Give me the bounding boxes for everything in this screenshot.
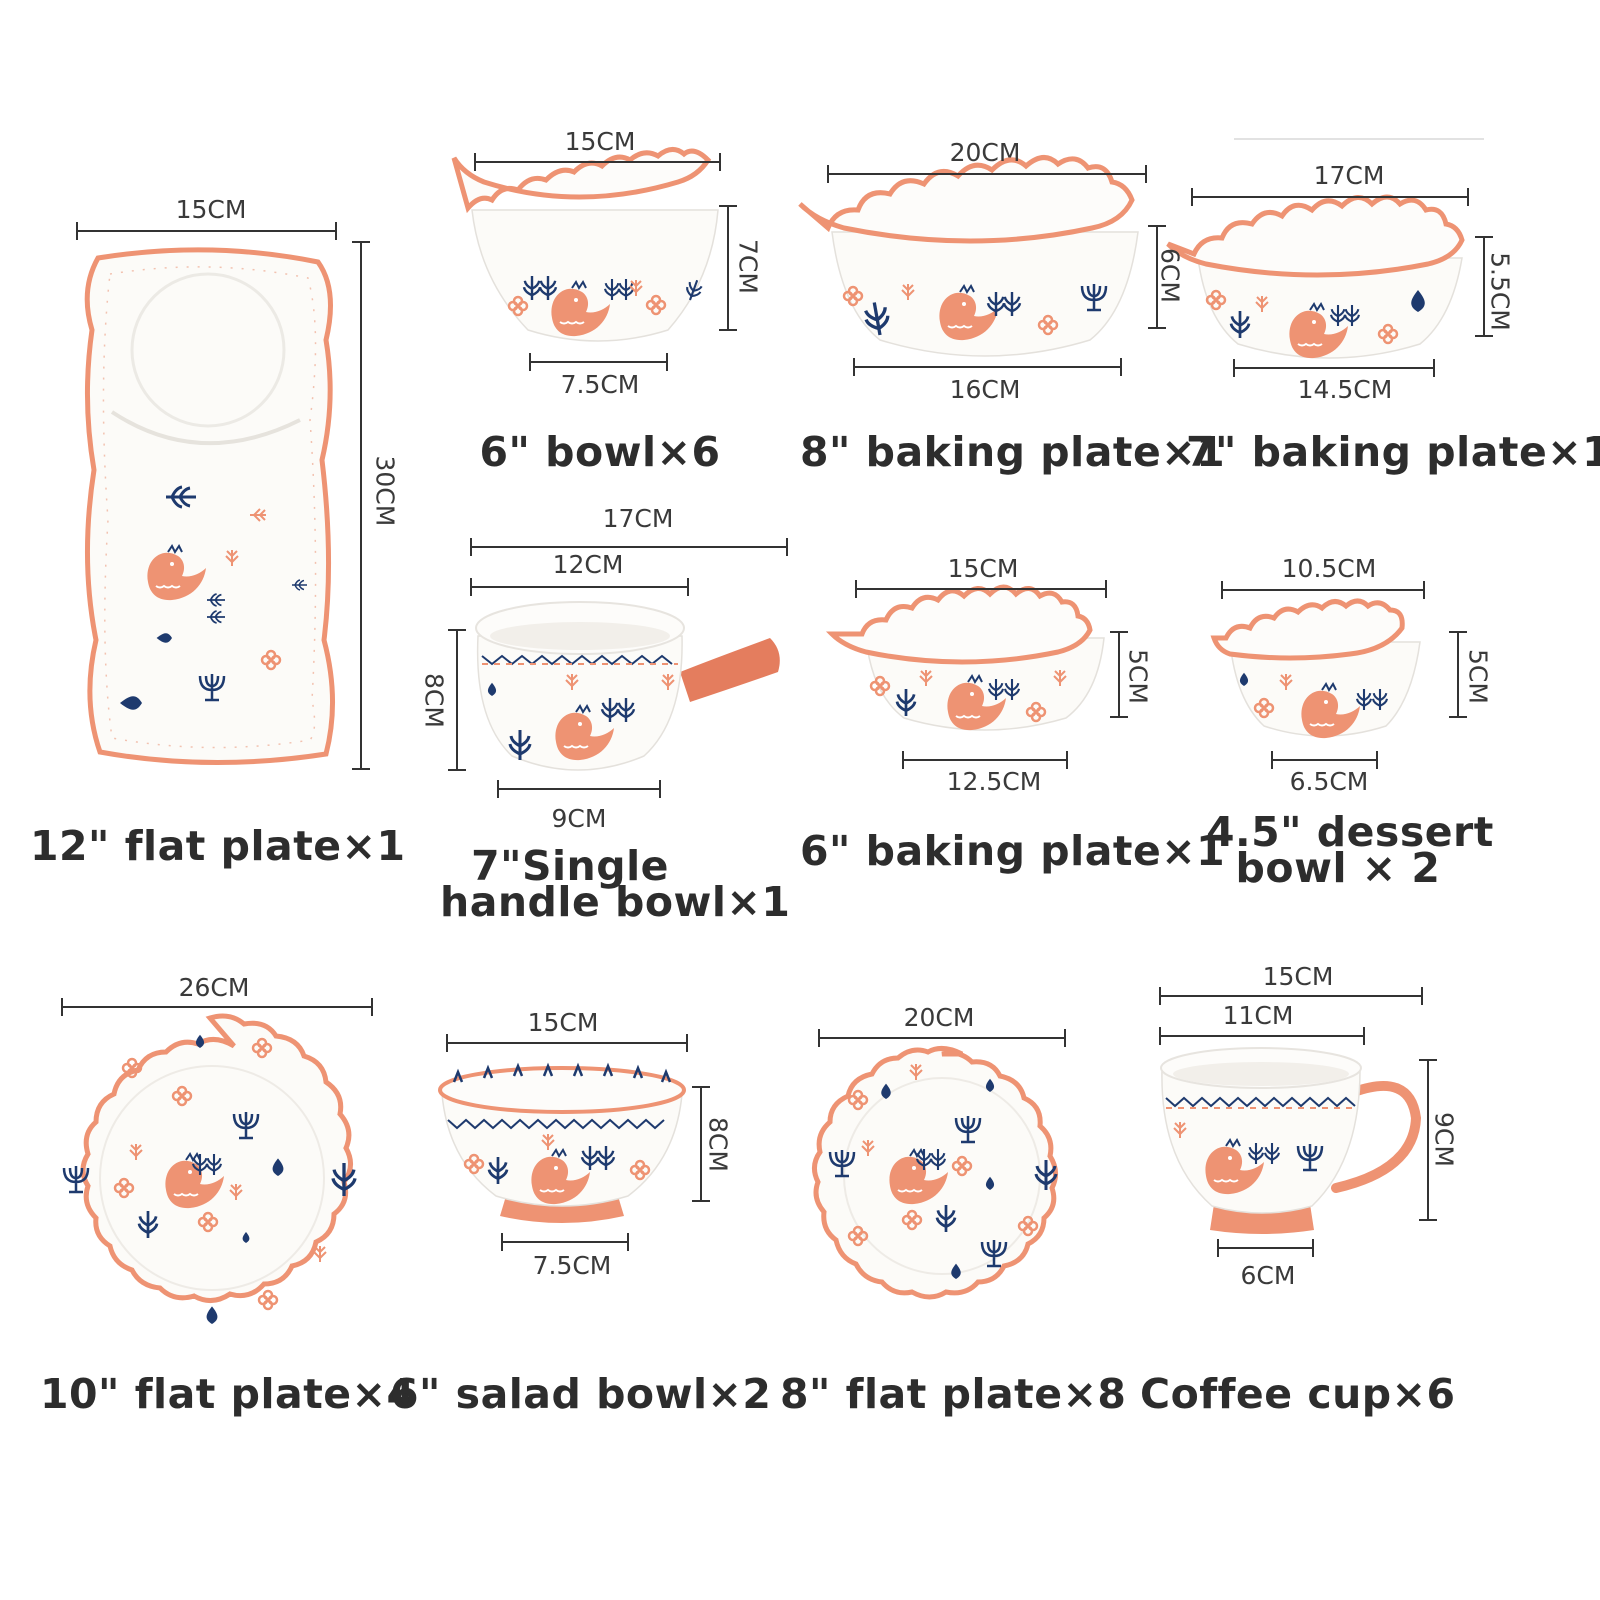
flat-plate-12-width: 15CM (175, 195, 247, 224)
dessert-bowl-drawing (1210, 598, 1421, 740)
baking-plate-8-top: 20CM (949, 138, 1021, 167)
flat-plate-12-drawing (84, 247, 336, 765)
baking-plate-6-label: 6" baking plate×1 (800, 827, 1226, 875)
salad-bowl-bottom: 7.5CM (532, 1251, 612, 1280)
bowl-6-top: 15CM (564, 127, 636, 156)
flat-plate-8-drawing (812, 1046, 1058, 1300)
handle-bowl-total: 17CM (602, 504, 674, 533)
handle-bowl-height: 8CM (419, 673, 449, 728)
handle-bowl-drawing (475, 601, 780, 771)
baking-plate-7-label: 7" baking plate×1 (1186, 428, 1600, 476)
baking-plate-7-height: 5.5CM (1485, 252, 1515, 331)
baking-plate-6-bottom: 12.5CM (946, 767, 1042, 796)
bowl-6-drawing (451, 147, 719, 342)
coffee-cup-top: 11CM (1222, 1001, 1294, 1030)
flat-plate-10-label: 10" flat plate×4 (40, 1370, 416, 1418)
dessert-bowl-top: 10.5CM (1281, 554, 1377, 583)
baking-plate-7-bottom: 14.5CM (1297, 375, 1393, 404)
flat-plate-10-width: 26CM (178, 973, 250, 1002)
salad-bowl-height: 8CM (703, 1117, 733, 1172)
baking-plate-7-drawing (1166, 194, 1465, 360)
dessert-bowl-height: 5CM (1463, 649, 1493, 704)
baking-plate-8-bottom: 16CM (949, 375, 1021, 404)
salad-bowl-drawing (438, 1062, 686, 1223)
coffee-cup-height: 9CM (1429, 1112, 1459, 1167)
flat-plate-8-label: 8" flat plate×8 (780, 1370, 1127, 1418)
baking-plate-6-drawing (825, 584, 1105, 732)
baking-plate-7-top: 17CM (1313, 161, 1385, 190)
baking-plate-8-drawing (798, 155, 1139, 357)
handle-bowl-bottom: 9CM (551, 804, 607, 833)
salad-bowl-label: 6" salad bowl×2 (390, 1370, 772, 1418)
flat-plate-12-label: 12" flat plate×1 (30, 822, 406, 870)
coffee-cup-drawing (1160, 1047, 1422, 1234)
coffee-cup-total: 15CM (1262, 962, 1334, 991)
dessert-bowl-label-line1: 4.5" dessert (1206, 808, 1494, 856)
coffee-cup-bottom: 6CM (1240, 1261, 1296, 1290)
baking-plate-8-height: 6CM (1155, 248, 1185, 303)
baking-plate-6-top: 15CM (947, 554, 1019, 583)
dessert-bowl-label-line2: bowl × 2 (1235, 844, 1441, 892)
handle-bowl-label-line2: handle bowl×1 (440, 878, 791, 926)
coffee-cup-label: Coffee cup×6 (1140, 1370, 1456, 1418)
bowl-6-label: 6" bowl×6 (479, 428, 721, 476)
bowl-6-height: 7CM (733, 239, 763, 294)
salad-bowl-top: 15CM (527, 1008, 599, 1037)
flat-plate-8-width: 20CM (903, 1003, 975, 1032)
flat-plate-12-height: 30CM (370, 455, 400, 527)
bowl-6-bottom: 7.5CM (560, 370, 640, 399)
dessert-bowl-bottom: 6.5CM (1289, 767, 1369, 796)
flat-plate-10-drawing (62, 1013, 357, 1324)
baking-plate-6-height: 5CM (1123, 649, 1153, 704)
handle-bowl-top: 12CM (552, 550, 624, 579)
dimension-lines (61, 153, 1493, 1257)
baking-plate-8-label: 8" baking plate×1 (800, 428, 1226, 476)
handle-bowl-label-line1: 7"Single (471, 842, 669, 890)
